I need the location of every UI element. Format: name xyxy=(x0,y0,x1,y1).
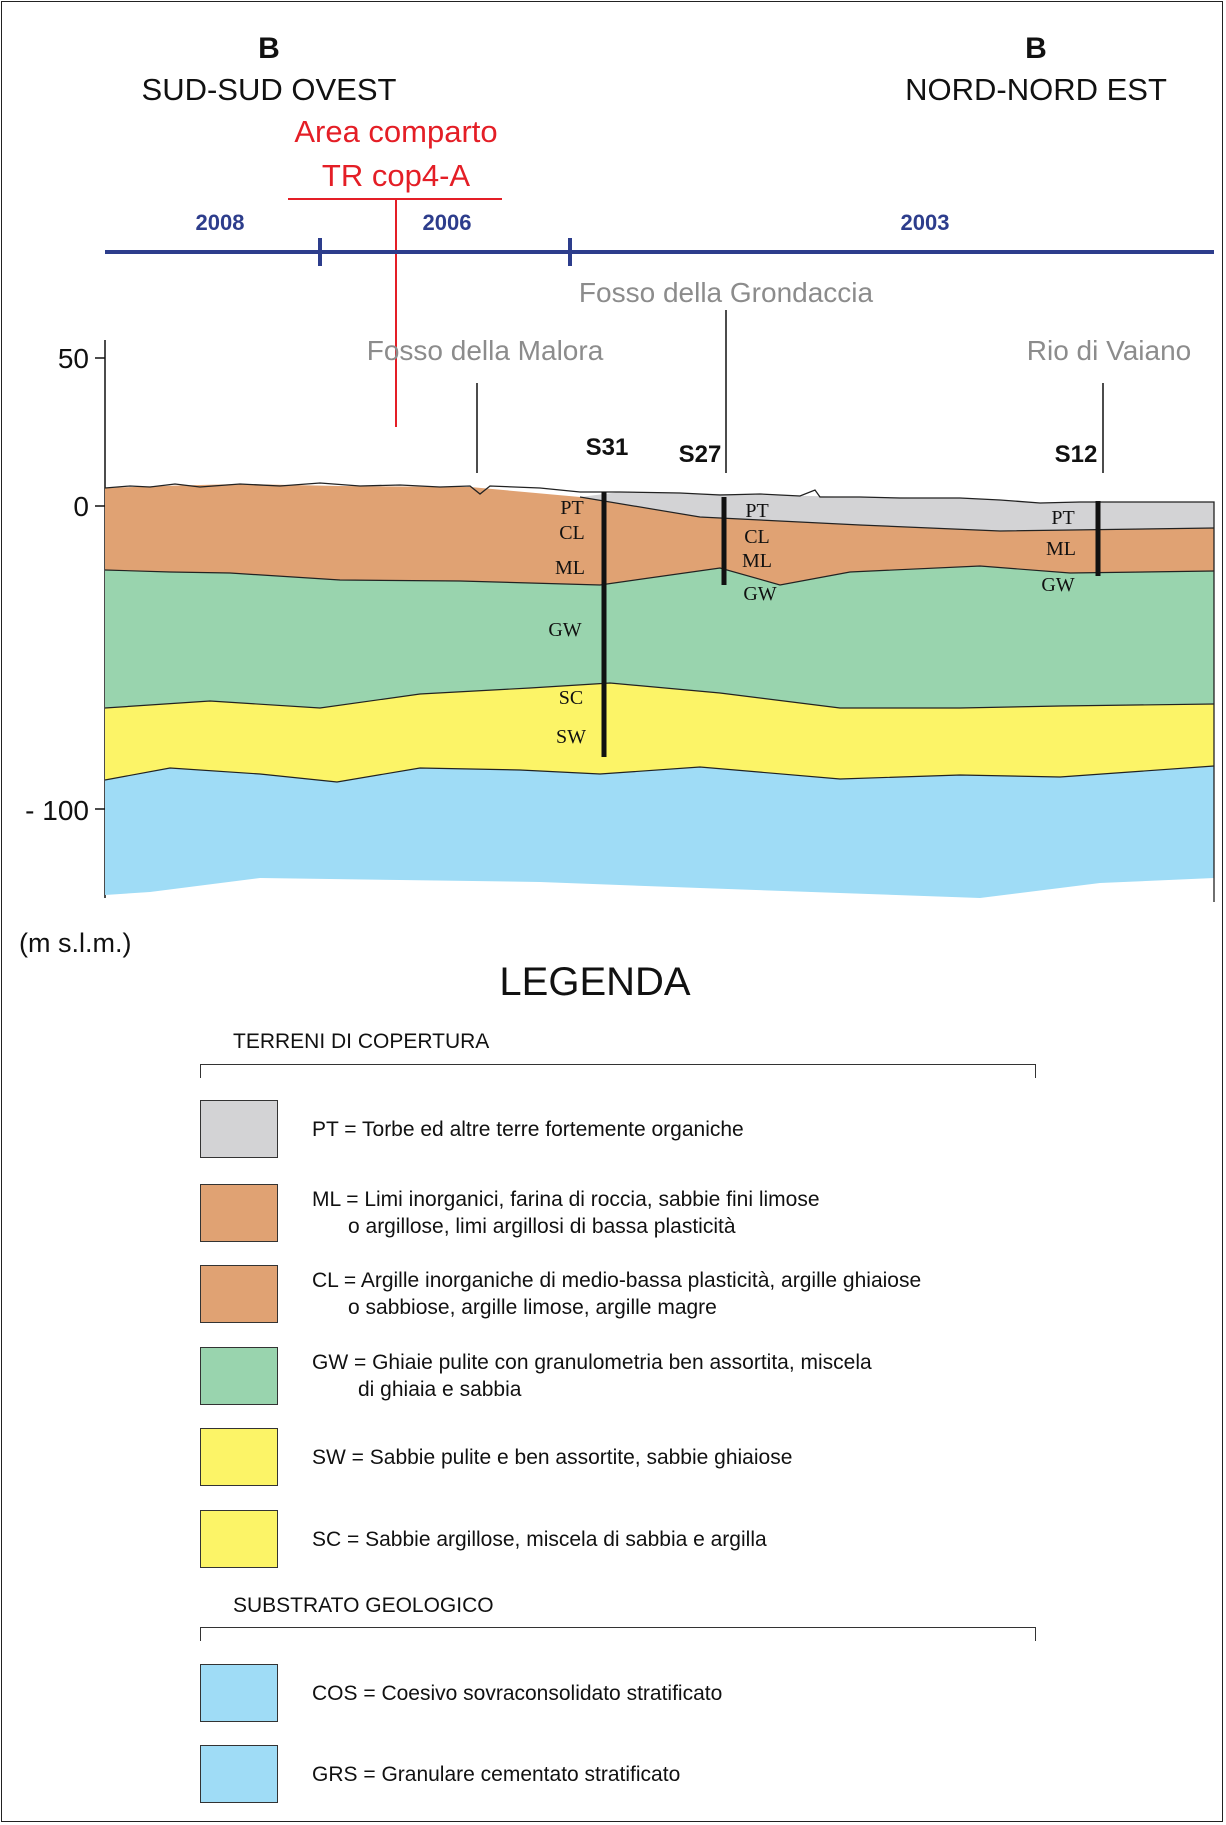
legend-swatch-cos xyxy=(200,1664,278,1722)
y-axis-unit: (m s.l.m.) xyxy=(19,928,131,958)
legend-section-cover-bracket xyxy=(200,1064,1036,1078)
boundary-ml-gw xyxy=(104,565,1215,586)
s31-label-sc: SC xyxy=(559,687,583,709)
left-direction-label: SUD-SUD OVEST xyxy=(142,72,397,107)
timeline-year-2003: 2003 xyxy=(901,210,950,235)
right-section-letter: B xyxy=(1025,32,1047,65)
legend-item-sw: SW = Sabbie pulite e ben assortite, sabb… xyxy=(312,1446,793,1469)
layer-peat xyxy=(580,492,1214,531)
boundary-sand-substrate xyxy=(104,765,1215,783)
layer-substrate xyxy=(105,766,1214,898)
s27-label-ml: ML xyxy=(742,550,772,572)
legend-section-substrate-bracket xyxy=(200,1627,1036,1641)
geological-cross-section: B SUD-SUD OVEST B NORD-NORD EST Area com… xyxy=(19,32,1215,958)
s31-label-gw: GW xyxy=(548,619,581,641)
boundary-gw-sand xyxy=(104,682,1215,709)
legend-swatch-cl xyxy=(200,1265,278,1323)
legend-swatch-pt xyxy=(200,1100,278,1158)
legend-item-cos: COS = Coesivo sovraconsolidato stratific… xyxy=(312,1682,723,1705)
legend-swatch-ml xyxy=(200,1184,278,1242)
legend-section-cover: TERRENI DI COPERTURA xyxy=(233,1030,490,1053)
s31-label-ml: ML xyxy=(555,557,585,579)
s31-label-cl: CL xyxy=(559,522,585,544)
legend-swatch-gw xyxy=(200,1347,278,1405)
legend-item-cl: CL = Argille inorganiche di medio-bassa … xyxy=(312,1269,922,1319)
s31-label-pt: PT xyxy=(560,497,583,519)
place-malora: Fosso della Malora xyxy=(367,335,604,366)
legend-swatch-sc xyxy=(200,1510,278,1568)
y-tick-label-0: 0 xyxy=(73,491,89,522)
s27-label-gw: GW xyxy=(743,583,776,605)
layer-gravel xyxy=(105,566,1214,708)
s27-label-cl: CL xyxy=(744,526,770,548)
borehole-s12-label: S12 xyxy=(1055,441,1098,468)
legend-item-pt: PT = Torbe ed altre terre fortemente org… xyxy=(312,1118,744,1141)
legend-item-sc: SC = Sabbie argillose, miscela di sabbia… xyxy=(312,1528,767,1551)
s27-label-pt: PT xyxy=(745,500,768,522)
right-direction-label: NORD-NORD EST xyxy=(905,72,1167,107)
legend-swatch-grs xyxy=(200,1745,278,1803)
legend-title: LEGENDA xyxy=(499,960,691,1004)
s12-label-pt: PT xyxy=(1051,507,1074,529)
timeline-year-2006: 2006 xyxy=(423,210,472,235)
borehole-s27-label: S27 xyxy=(679,441,722,468)
s31-label-sw: SW xyxy=(556,726,586,748)
legend-section-substrate: SUBSTRATO GEOLOGICO xyxy=(233,1594,494,1617)
layer-silt-clay xyxy=(105,484,1214,585)
legend-item-gw: GW = Ghiaie pulite con granulometria ben… xyxy=(312,1351,872,1401)
ground-surface xyxy=(104,482,1215,902)
y-tick-label-m100: - 100 xyxy=(25,795,89,826)
legend-item-ml: ML = Limi inorganici, farina di roccia, … xyxy=(312,1188,820,1238)
layer-sand xyxy=(105,683,1214,782)
s12-label-gw: GW xyxy=(1041,574,1074,596)
boundary-pt-clay xyxy=(579,496,1215,532)
legend-item-grs: GRS = Granulare cementato stratificato xyxy=(312,1763,681,1786)
y-tick-label-50: 50 xyxy=(58,343,89,374)
timeline-year-2008: 2008 xyxy=(196,210,245,235)
place-grondaccia: Fosso della Grondaccia xyxy=(579,277,874,308)
s12-label-ml: ML xyxy=(1046,538,1076,560)
place-vaiano: Rio di Vaiano xyxy=(1027,335,1191,366)
left-section-letter: B xyxy=(258,32,280,65)
legend-swatch-sw xyxy=(200,1428,278,1486)
borehole-s31-label: S31 xyxy=(586,434,629,461)
area-label-line1: Area comparto xyxy=(294,114,497,149)
area-label-line2: TR cop4-A xyxy=(322,158,470,193)
